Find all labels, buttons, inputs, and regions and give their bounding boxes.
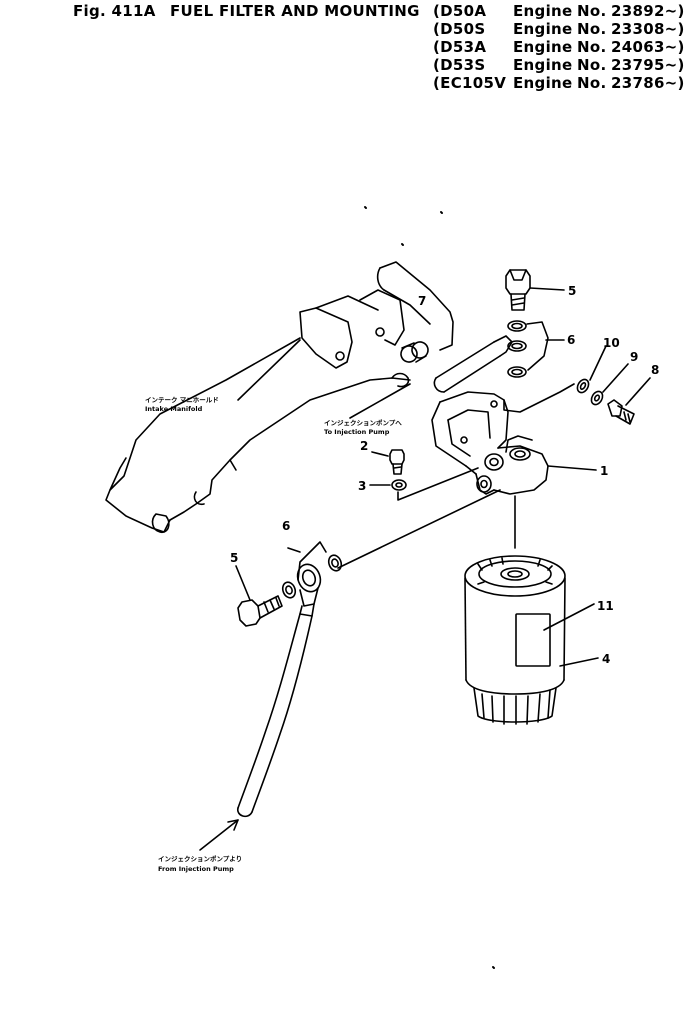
number-label: No.	[577, 2, 607, 20]
serial-number: 23892~)	[611, 2, 685, 20]
number-label: No.	[577, 38, 607, 56]
figure-title: FUEL FILTER AND MOUNTING	[170, 2, 420, 20]
serial-number: 24063~)	[611, 38, 685, 56]
callout-6-top: 6	[567, 333, 575, 347]
from-pump-caption-en: From Injection Pump	[158, 865, 234, 873]
callout-2: 2	[360, 439, 368, 453]
to-pump-caption-jp: インジェクションポンプへ	[324, 418, 402, 427]
intake-caption-jp: インテーク マニホールド	[145, 395, 219, 404]
bolt-8	[607, 377, 651, 425]
serial-number: 23795~)	[611, 56, 685, 74]
washer-10	[576, 345, 607, 394]
banjo-bolt-lower	[235, 565, 283, 627]
engine-label: Engine	[513, 2, 573, 20]
engine-label: Engine	[513, 20, 573, 38]
small-bolt	[371, 449, 405, 475]
callout-9: 9	[630, 350, 638, 364]
model-code: (EC105V	[433, 74, 507, 92]
fuel-filter-cartridge	[464, 555, 599, 725]
intake-manifold	[105, 261, 454, 534]
serial-number: 23308~)	[611, 20, 685, 38]
banjo-bolt-top	[505, 269, 565, 311]
callout-5-top: 5	[568, 284, 576, 298]
model-code: (D50S	[433, 20, 486, 38]
model-code: (D53A	[433, 38, 487, 56]
callout-4: 4	[602, 652, 610, 666]
number-label: No.	[577, 74, 607, 92]
engine-label: Engine	[513, 74, 573, 92]
callout-7: 7	[418, 294, 426, 308]
callout-3: 3	[358, 479, 366, 493]
callout-numbers: 5 6 7 10 9 8 2 3 1 6 5 11 4	[230, 284, 659, 666]
serial-number: 23786~)	[611, 74, 685, 92]
caption-leaders	[199, 339, 411, 851]
callout-5-left: 5	[230, 551, 238, 565]
hose-fitting	[296, 563, 322, 617]
callout-8: 8	[651, 363, 659, 377]
callout-1: 1	[600, 464, 608, 478]
number-label: No.	[577, 20, 607, 38]
model-code: (D50A	[433, 2, 487, 20]
from-pump-caption-jp: インジェクションポンプより	[158, 854, 242, 863]
callout-11: 11	[597, 599, 614, 613]
number-label: No.	[577, 56, 607, 74]
callout-10: 10	[603, 336, 620, 350]
callout-6-left: 6	[282, 519, 290, 533]
scan-specks	[364, 206, 495, 969]
intake-caption-en: Intake Manifold	[145, 405, 203, 413]
fuel-pipe-to-pump	[433, 335, 513, 393]
connector-sleeve	[400, 341, 429, 363]
return-hose	[237, 613, 313, 818]
to-pump-caption-en: To Injection Pump	[324, 428, 390, 436]
engine-label: Engine	[513, 38, 573, 56]
model-code: (D53S	[433, 56, 486, 74]
engine-label: Engine	[513, 56, 573, 74]
figure-number: Fig. 411A	[73, 2, 156, 20]
washer-small	[369, 479, 407, 491]
washer-set-top	[507, 320, 565, 378]
filter-head-bracket	[431, 391, 597, 495]
washer-9	[590, 363, 629, 406]
assembly-leader-lines	[337, 383, 575, 569]
captions: インテーク マニホールド Intake Manifold インジェクションポンプ…	[145, 395, 402, 873]
